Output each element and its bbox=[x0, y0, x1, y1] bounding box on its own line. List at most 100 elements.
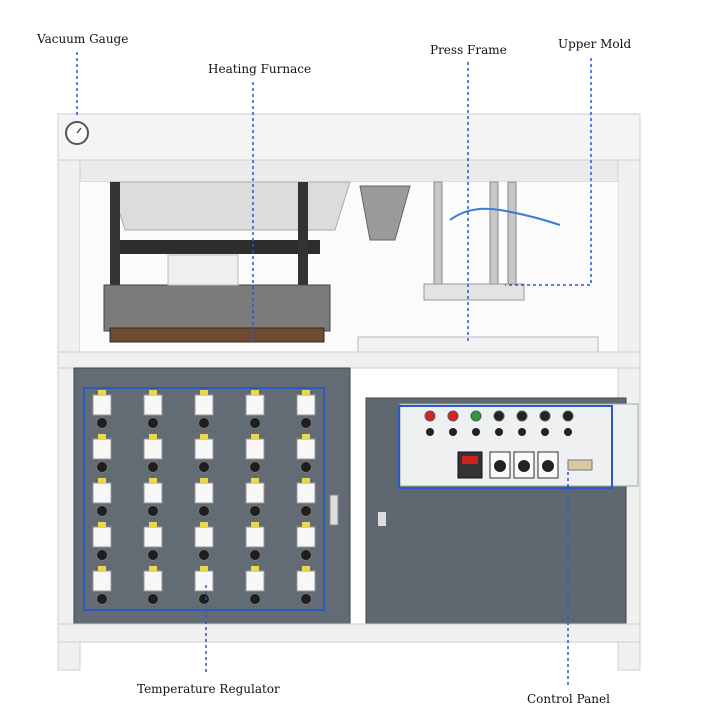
regulator-plate bbox=[143, 482, 163, 504]
panel-button bbox=[516, 410, 528, 422]
regulator-knob bbox=[96, 505, 108, 517]
regulator-tag bbox=[98, 478, 106, 483]
base-rail bbox=[57, 623, 641, 643]
label-vacuum-gauge: Vacuum Gauge bbox=[37, 32, 129, 46]
regulator-tag bbox=[98, 522, 106, 527]
forming-table bbox=[357, 336, 599, 354]
regulator-tag bbox=[149, 390, 157, 395]
furnace-left-arm bbox=[110, 182, 120, 287]
regulator-plate bbox=[194, 394, 214, 416]
panel-button bbox=[493, 410, 505, 422]
panel-button bbox=[539, 410, 551, 422]
regulator-tag bbox=[251, 390, 259, 395]
regulator-plate bbox=[92, 526, 112, 548]
regulator-knob bbox=[198, 505, 210, 517]
panel-button bbox=[470, 410, 482, 422]
regulator-tag bbox=[302, 566, 310, 571]
panel-timer-dial bbox=[518, 460, 530, 472]
regulator-tag bbox=[98, 566, 106, 571]
leader-upper-mold bbox=[505, 58, 592, 286]
press-rod-2 bbox=[489, 181, 499, 293]
label-heating-furnace: Heating Furnace bbox=[208, 62, 312, 76]
regulator-plate bbox=[296, 438, 316, 460]
furnace-rail bbox=[110, 240, 320, 254]
regulator-knob bbox=[96, 593, 108, 605]
regulator-knob bbox=[147, 505, 159, 517]
regulator-tag bbox=[200, 478, 208, 483]
regulator-tag bbox=[98, 434, 106, 439]
regulator-tag bbox=[149, 522, 157, 527]
regulator-plate bbox=[143, 394, 163, 416]
top-beam bbox=[57, 113, 641, 163]
regulator-knob bbox=[198, 461, 210, 473]
regulator-knob bbox=[96, 417, 108, 429]
left-cabinet-handle bbox=[329, 494, 339, 526]
regulator-knob bbox=[249, 417, 261, 429]
furnace-right-arm bbox=[298, 182, 308, 287]
regulator-plate bbox=[92, 482, 112, 504]
regulator-tag bbox=[302, 390, 310, 395]
regulator-knob bbox=[147, 549, 159, 561]
upper-mold-plate bbox=[423, 283, 525, 301]
regulator-plate bbox=[194, 438, 214, 460]
regulator-knob bbox=[147, 461, 159, 473]
panel-switch bbox=[518, 428, 526, 436]
label-temperature-regulator: Temperature Regulator bbox=[137, 682, 280, 696]
panel-display bbox=[457, 451, 483, 479]
regulator-plate bbox=[92, 394, 112, 416]
regulator-plate bbox=[143, 438, 163, 460]
furnace-box bbox=[103, 284, 331, 332]
regulator-tag bbox=[149, 478, 157, 483]
panel-counter bbox=[567, 459, 593, 471]
regulator-plate bbox=[92, 570, 112, 592]
regulator-knob bbox=[300, 417, 312, 429]
panel-timer-dial bbox=[494, 460, 506, 472]
regulator-tag bbox=[302, 522, 310, 527]
panel-switch bbox=[541, 428, 549, 436]
regulator-knob bbox=[198, 549, 210, 561]
control-panel-widgets bbox=[424, 410, 593, 479]
furnace-hood bbox=[109, 181, 351, 231]
press-housing bbox=[359, 185, 411, 241]
regulator-plate bbox=[194, 526, 214, 548]
regulator-plate bbox=[143, 526, 163, 548]
regulator-plate bbox=[143, 570, 163, 592]
regulator-knob bbox=[147, 417, 159, 429]
regulator-plate bbox=[245, 570, 265, 592]
regulator-plate bbox=[245, 394, 265, 416]
panel-display-readout bbox=[462, 456, 478, 464]
temperature-regulator-grid bbox=[92, 390, 316, 605]
regulator-tag bbox=[251, 566, 259, 571]
panel-switch bbox=[449, 428, 457, 436]
label-press-frame: Press Frame bbox=[430, 43, 507, 57]
regulator-knob bbox=[300, 461, 312, 473]
regulator-knob bbox=[198, 593, 210, 605]
regulator-tag bbox=[200, 522, 208, 527]
regulator-plate bbox=[194, 482, 214, 504]
panel-switch bbox=[472, 428, 480, 436]
right-cabinet-latch bbox=[378, 512, 386, 526]
top-beam-lower bbox=[57, 159, 641, 183]
furnace-heater-grid bbox=[109, 327, 325, 343]
regulator-knob bbox=[96, 549, 108, 561]
regulator-knob bbox=[249, 505, 261, 517]
label-control-panel: Control Panel bbox=[527, 692, 610, 706]
regulator-plate bbox=[245, 526, 265, 548]
regulator-knob bbox=[147, 593, 159, 605]
furnace-stack bbox=[167, 254, 239, 286]
regulator-knob bbox=[249, 461, 261, 473]
regulator-tag bbox=[302, 434, 310, 439]
regulator-plate bbox=[92, 438, 112, 460]
regulator-knob bbox=[249, 549, 261, 561]
control-callout-box bbox=[398, 405, 613, 489]
regulator-tag bbox=[149, 434, 157, 439]
regulator-plate bbox=[245, 482, 265, 504]
panel-switch bbox=[426, 428, 434, 436]
regulator-tag bbox=[302, 478, 310, 483]
press-rod-3 bbox=[507, 181, 517, 293]
regulator-plate bbox=[245, 438, 265, 460]
panel-button bbox=[447, 410, 459, 422]
regulator-plate bbox=[296, 482, 316, 504]
regulator-tag bbox=[251, 522, 259, 527]
middle-beam bbox=[57, 351, 641, 369]
